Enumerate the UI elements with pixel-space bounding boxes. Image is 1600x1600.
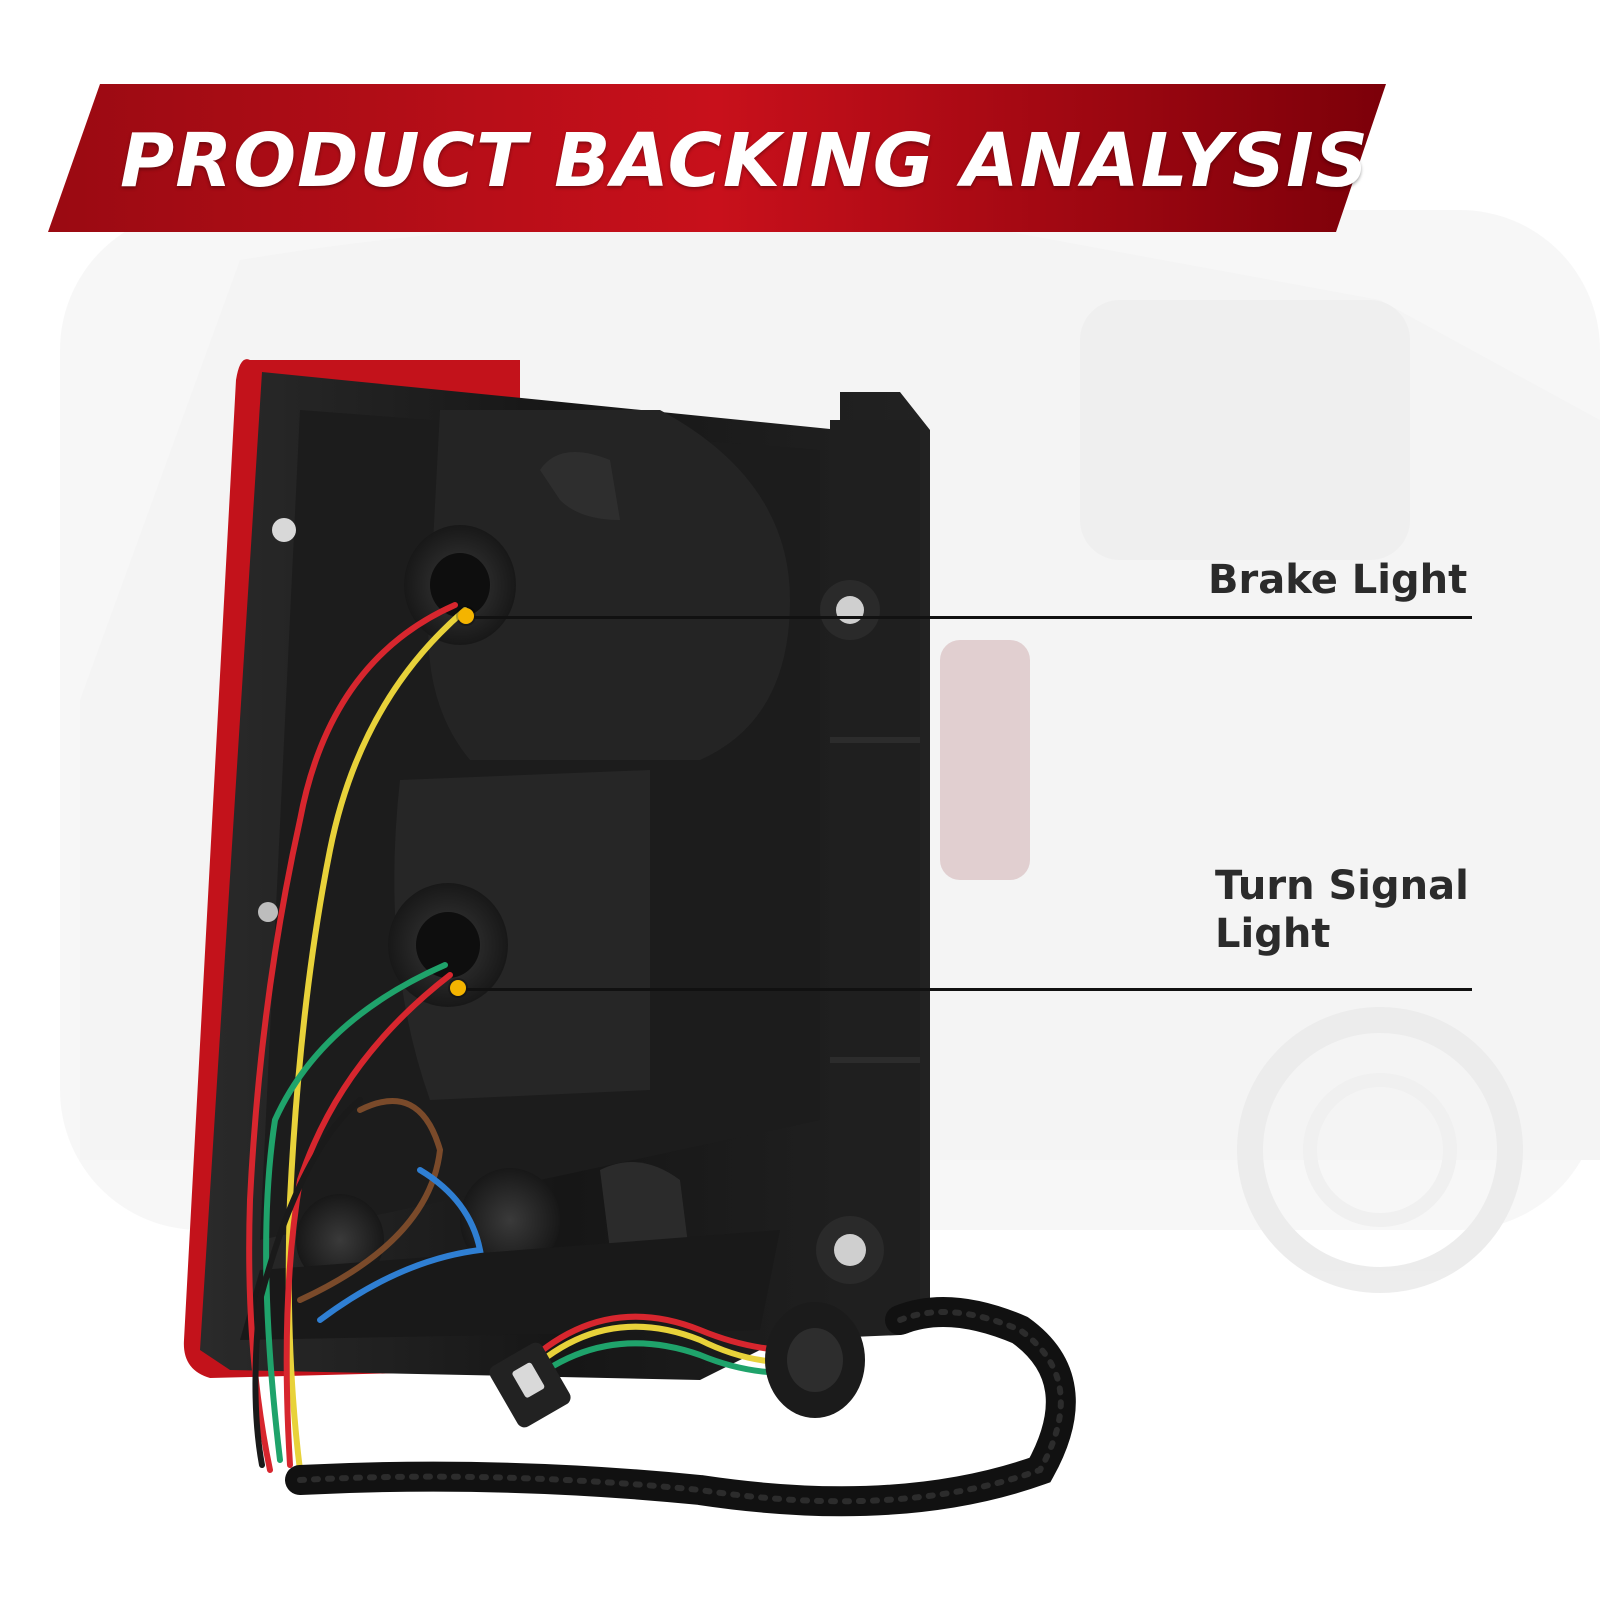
brake-light-leader-line: [474, 616, 1472, 619]
turn-signal-light-marker: [450, 980, 466, 996]
title-banner: [48, 84, 1386, 232]
brake-light-label: Brake Light: [1208, 557, 1468, 603]
brake-light-marker: [458, 608, 474, 624]
tail-light-housing: [183, 359, 930, 1380]
corrugated-loom: [285, 1297, 1076, 1517]
connector: [489, 1342, 571, 1428]
grommet: [765, 1302, 865, 1418]
turn-signal-light-label: Turn Signal Light: [1215, 863, 1469, 957]
page-title: PRODUCT BACKING ANALYSIS: [120, 118, 1370, 204]
turn-signal-light-leader-line: [466, 988, 1472, 991]
